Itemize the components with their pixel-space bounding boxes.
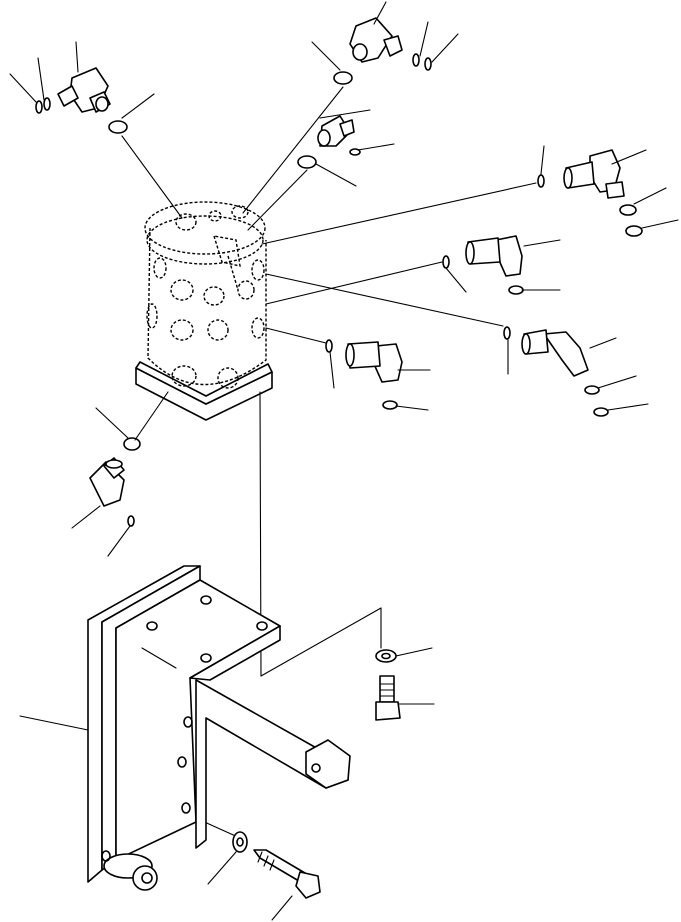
o-ring [333,71,353,85]
swivel-joint [135,201,273,421]
o-ring [537,174,545,188]
washer-upper [375,649,397,663]
o-ring [619,204,637,216]
o-ring [127,515,135,527]
adapter-fitting-upper [317,115,355,147]
o-ring [424,57,432,71]
washer-lower [232,831,248,853]
o-ring [593,407,609,417]
mounting-bracket [87,565,351,891]
o-ring-group [35,53,643,527]
o-ring [442,255,450,269]
callout-leaders [9,1,679,921]
elbow-fitting-right-top [563,149,625,199]
elbow-fitting-middle [345,341,403,383]
o-ring [508,285,524,295]
o-ring [584,385,600,395]
o-ring [108,120,128,134]
elbow-fitting-top [349,17,403,63]
o-ring [297,155,317,169]
o-ring [382,400,398,410]
o-ring [412,53,420,67]
bolt-upper [375,675,401,721]
o-ring [503,326,511,340]
o-ring [43,97,51,111]
o-ring [123,437,141,451]
elbow-fitting-lower-left [89,457,125,507]
bolt-lower [253,849,321,899]
elbow-fitting-top-left [57,67,111,113]
o-ring [625,225,643,237]
elbow-fitting-right-middle [465,235,523,277]
o-ring [349,148,361,156]
elbow-fitting-45 [521,329,589,377]
o-ring [35,100,43,114]
o-ring [325,339,333,353]
